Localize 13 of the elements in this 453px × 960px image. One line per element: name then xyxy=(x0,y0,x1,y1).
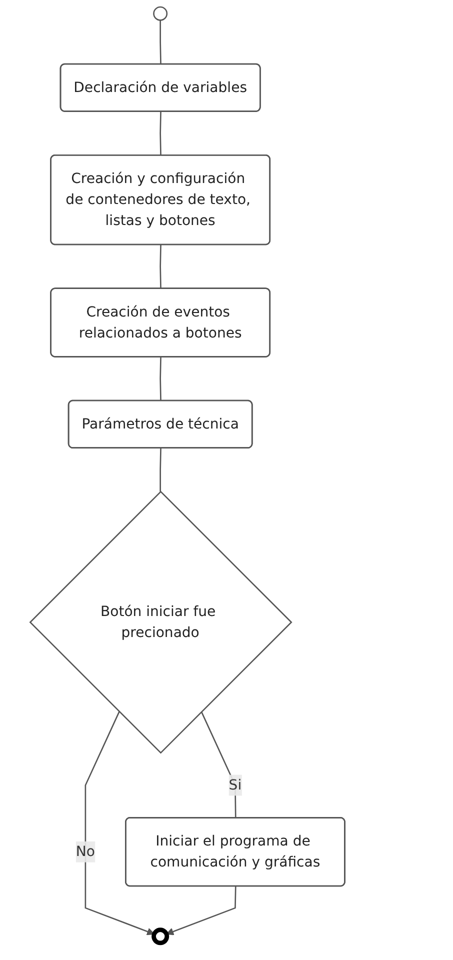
edge-label: No xyxy=(76,843,95,860)
node-circle xyxy=(152,928,170,946)
connector xyxy=(160,357,162,401)
arrow xyxy=(166,886,236,936)
edge-label: Si xyxy=(228,776,242,794)
connector xyxy=(160,20,162,64)
node-circle xyxy=(153,6,168,21)
arrow xyxy=(84,711,155,936)
connector xyxy=(160,448,162,492)
connector xyxy=(200,711,236,818)
connector xyxy=(160,244,162,289)
connector xyxy=(160,112,162,156)
node-diamond: Botón iniciar fue precionado xyxy=(29,490,292,754)
